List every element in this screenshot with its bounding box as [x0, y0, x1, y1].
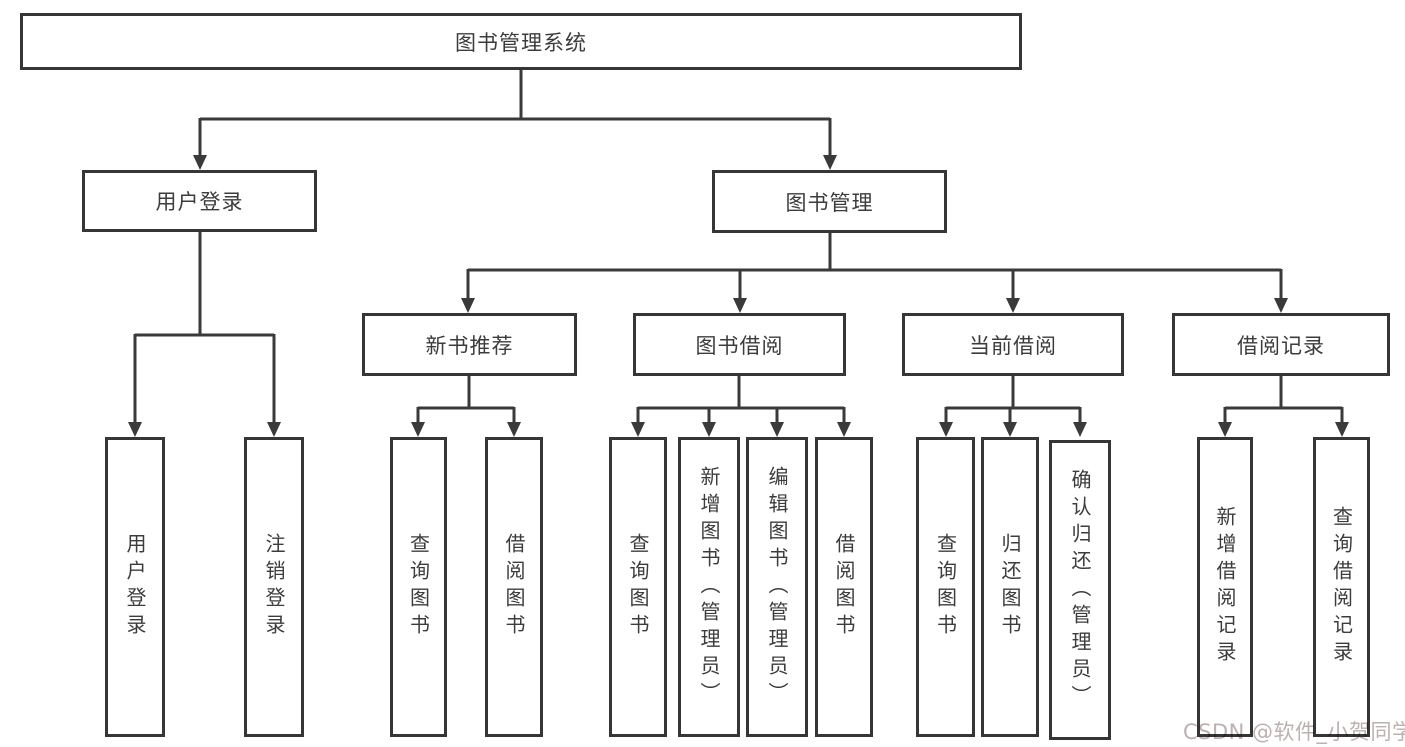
csdn-watermark: CSDN @软件_小贺同学: [1183, 720, 1405, 744]
leaf-nbr-query-book: 查询图书: [390, 437, 447, 737]
leaf-bb-query-book-label: 查询图书: [626, 533, 650, 641]
node-borrow-record: 借阅记录: [1172, 313, 1390, 376]
leaf-bb-edit-book-admin-label: 编辑图书（管理员）: [765, 465, 789, 709]
node-book-management: 图书管理: [712, 170, 947, 233]
leaf-bb-add-book-admin-label: 新增图书（管理员）: [697, 465, 721, 709]
leaf-cb-confirm-return-admin-label: 确认归还（管理员）: [1068, 468, 1092, 712]
leaf-br-add-record-label: 新增借阅记录: [1213, 506, 1237, 668]
leaf-br-add-record: 新增借阅记录: [1197, 437, 1253, 737]
leaf-bb-query-book: 查询图书: [609, 437, 667, 737]
leaf-bb-add-book-admin: 新增图书（管理员）: [678, 437, 740, 737]
node-current-borrow-label: 当前借阅: [969, 333, 1057, 358]
leaf-user-login-label: 用户登录: [123, 533, 147, 641]
node-user-login: 用户登录: [82, 170, 317, 232]
node-root: 图书管理系统: [20, 13, 1022, 70]
node-book-borrow: 图书借阅: [633, 313, 846, 376]
leaf-user-login: 用户登录: [105, 437, 165, 737]
leaf-cb-confirm-return-admin: 确认归还（管理员）: [1049, 440, 1111, 740]
node-user-login-label: 用户登录: [155, 190, 244, 214]
leaf-nbr-borrow-book: 借阅图书: [485, 437, 543, 737]
leaf-nbr-borrow-book-label: 借阅图书: [502, 533, 526, 641]
node-new-book-recommend-label: 新书推荐: [425, 333, 514, 358]
leaf-bb-borrow-book: 借阅图书: [815, 437, 873, 737]
node-book-management-label: 图书管理: [785, 190, 874, 215]
node-root-label: 图书管理系统: [455, 30, 587, 55]
node-book-borrow-label: 图书借阅: [695, 333, 784, 358]
leaf-br-query-record-label: 查询借阅记录: [1329, 506, 1354, 668]
leaf-logout-login-label: 注销登录: [262, 533, 286, 641]
leaf-bb-borrow-book-label: 借阅图书: [832, 533, 856, 641]
leaf-cb-return-book-label: 归还图书: [998, 533, 1022, 641]
leaf-cb-return-book: 归还图书: [981, 437, 1039, 737]
leaf-nbr-query-book-label: 查询图书: [406, 533, 431, 641]
node-borrow-record-label: 借阅记录: [1237, 333, 1325, 358]
leaf-cb-query-book-label: 查询图书: [933, 533, 958, 641]
leaf-logout-login: 注销登录: [244, 437, 304, 737]
node-new-book-recommend: 新书推荐: [362, 313, 577, 376]
node-current-borrow: 当前借阅: [902, 313, 1124, 376]
leaf-br-query-record: 查询借阅记录: [1313, 437, 1370, 737]
leaf-cb-query-book: 查询图书: [916, 437, 975, 737]
leaf-bb-edit-book-admin: 编辑图书（管理员）: [746, 437, 808, 737]
